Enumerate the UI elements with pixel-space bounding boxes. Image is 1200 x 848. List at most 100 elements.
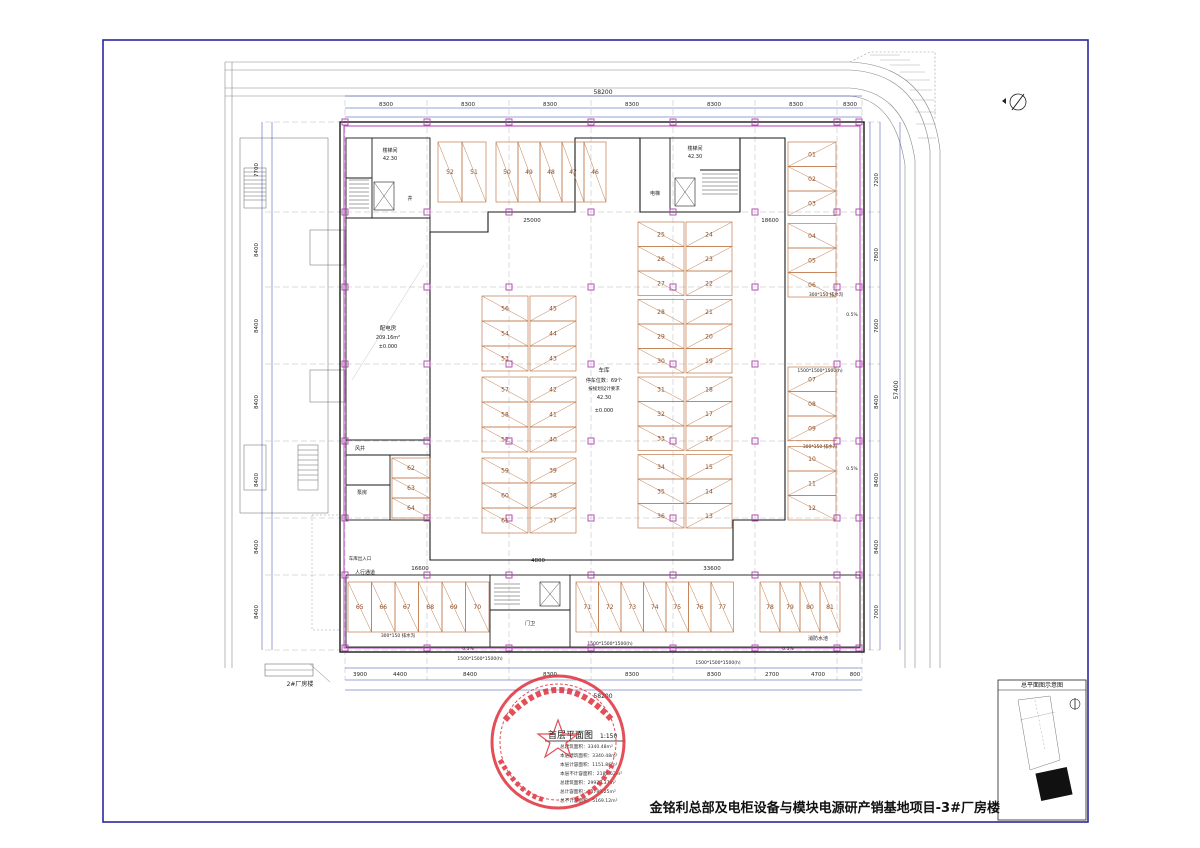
column-marker (587, 118, 595, 126)
right-bay-5: 8400 (874, 473, 880, 487)
column-marker (587, 644, 595, 652)
column-marker (423, 360, 431, 368)
parking-space: 32 (637, 401, 685, 427)
parking-space: 35 (637, 478, 685, 504)
parking-number: 04 (808, 233, 816, 240)
parking-number: 14 (705, 488, 713, 495)
parking-space: 52 (437, 141, 463, 203)
parking-number: 63 (407, 485, 415, 492)
parking-space: 47 (561, 141, 585, 203)
left-bay-4: 8400 (254, 395, 260, 409)
parking-number: 45 (549, 306, 557, 313)
stair-right-label: 楼梯间 (687, 145, 702, 152)
building-outline (339, 121, 865, 653)
dim-inner-bottom-right: 33600 (703, 566, 721, 572)
parking-number: 18 (705, 386, 713, 393)
fan-room-label: 风井 (355, 445, 365, 452)
parking-number: 72 (606, 604, 614, 611)
bottom-bay-7: 2700 (765, 672, 779, 678)
parking-number: 09 (808, 425, 816, 432)
parking-space: 28 (637, 299, 685, 325)
parking-number: 56 (501, 306, 509, 313)
parking-number: 32 (657, 411, 665, 418)
left-bay-3: 8400 (254, 319, 260, 333)
column-marker (833, 514, 841, 522)
top-bay-2: 8300 (461, 102, 475, 108)
parking-number: 35 (657, 488, 665, 495)
parking-number: 29 (657, 333, 665, 340)
parking-space: 40 (529, 426, 577, 453)
trench-note-1: 300*150 排水沟 (809, 291, 844, 298)
parking-space: 04 (787, 223, 837, 249)
stat-line-4: 本层不计容面积：2188.62m² (560, 770, 622, 777)
column-marker (341, 644, 349, 652)
parking-space: 20 (685, 323, 733, 349)
sump-note-3: 1500*1500*1500(h) (587, 641, 632, 647)
bottom-bay-2: 4400 (393, 672, 407, 678)
dim-inner-bottom-left: 16600 (411, 566, 429, 572)
bottom-bay-dims: 3900 4400 8400 8300 8300 8300 2700 4700 … (353, 672, 861, 678)
elevator-left-cross (373, 181, 395, 211)
parking-space: 02 (787, 166, 837, 192)
parking-number: 68 (426, 604, 434, 611)
parking-number: 46 (591, 169, 599, 176)
pump-room-label: 泵房 (357, 489, 367, 496)
parking-spaces: 5654535758525960614544434241403938372526… (347, 141, 841, 633)
parking-space: 16 (685, 425, 733, 451)
parking-space: 31 (637, 376, 685, 402)
column-marker (751, 208, 759, 216)
right-bay-dims: 7200 7800 7600 8400 8400 8400 7000 (874, 173, 880, 619)
top-bay-dims: 8300 8300 8300 8300 8300 8300 8300 (379, 102, 857, 108)
left-bay-1: 7700 (254, 163, 260, 177)
column-marker (669, 283, 677, 291)
parking-space: 65 (347, 581, 372, 633)
elevator-bottom-cross (539, 581, 561, 607)
column-marker (751, 437, 759, 445)
drawing-title: 金铭利总部及电柜设备与模块电源研产销基地项目-3#厂房楼 (649, 800, 1000, 816)
outer-frame (102, 39, 1089, 823)
sump-note-2: 1500*1500*1500(h) (457, 656, 502, 662)
parking-number: 28 (657, 309, 665, 316)
column-marker (423, 514, 431, 522)
column-marker (423, 208, 431, 216)
parking-number: 76 (696, 604, 704, 611)
parking-space: 01 (787, 141, 837, 167)
parking-space: 23 (685, 246, 733, 272)
column-marker (505, 514, 513, 522)
dim-overall-width: 58200 (593, 89, 612, 96)
column-marker (423, 571, 431, 579)
parking-space: 14 (685, 478, 733, 504)
parking-number: 77 (718, 604, 726, 611)
column-marker (341, 514, 349, 522)
parking-number: 66 (379, 604, 387, 611)
column-marker (833, 437, 841, 445)
parking-number: 36 (657, 513, 665, 520)
column-marker (855, 118, 863, 126)
parking-number: 43 (549, 356, 557, 363)
parking-space: 67 (394, 581, 419, 633)
fire-pool-label: 消防水池 (808, 635, 828, 642)
parking-space: 81 (819, 581, 841, 633)
parking-number: 48 (547, 169, 555, 176)
stat-line-5: 总建筑面积：29920.37m² (560, 779, 616, 786)
dim-inner-top: 25000 (523, 218, 541, 224)
parking-number: 26 (657, 256, 665, 263)
parking-space: 25 (637, 221, 685, 247)
parking-space: 41 (529, 401, 577, 428)
parking-space: 78 (759, 581, 781, 633)
parking-space: 27 (637, 270, 685, 296)
north-arrow-icon (1002, 93, 1027, 111)
parking-space: 77 (710, 581, 734, 633)
parking-number: 49 (525, 169, 533, 176)
parking-space: 18 (685, 376, 733, 402)
parking-space: 75 (665, 581, 689, 633)
column-marker (341, 208, 349, 216)
parking-space: 56 (481, 295, 529, 322)
top-bay-6: 8300 (789, 102, 803, 108)
parking-space: 80 (799, 581, 821, 633)
parking-space: 70 (465, 581, 490, 633)
column-marker (423, 644, 431, 652)
parking-space: 42 (529, 376, 577, 403)
left-bay-5: 8400 (254, 473, 260, 487)
parking-number: 47 (569, 169, 577, 176)
